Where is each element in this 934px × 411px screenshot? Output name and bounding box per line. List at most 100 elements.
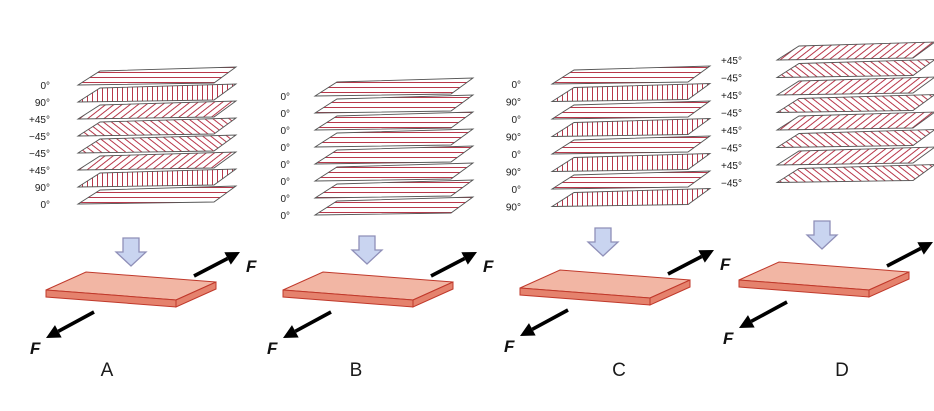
ply-sheet: [76, 100, 238, 120]
press-down-arrow-icon: [350, 235, 384, 265]
panel-c: 0° 90° 0° 90° 0° 90° 0° 90° F F C: [504, 65, 731, 381]
force-label: F: [723, 329, 734, 348]
panel-label: D: [835, 360, 849, 381]
ply-sheet: [550, 170, 712, 190]
ply-sheet: [550, 188, 712, 207]
ply-sheet: [775, 164, 934, 183]
ply-angle-label: 90°: [506, 168, 521, 179]
force-arrow-icon: [46, 310, 95, 338]
laminate-plate: [45, 271, 217, 308]
ply-sheet: [550, 118, 712, 137]
ply-angle-label: −45°: [29, 132, 50, 143]
ply-sheet: [775, 146, 934, 166]
ply-sheet: [550, 83, 712, 102]
ply-sheet: [313, 111, 475, 131]
force-arrow-icon: [193, 252, 240, 278]
press-down-arrow-icon: [586, 227, 620, 257]
ply-angle-label: 90°: [506, 133, 521, 144]
ply-angle-label: +45°: [721, 126, 742, 137]
ply-sheet: [76, 117, 238, 137]
force-label: F: [720, 255, 731, 274]
ply-sheet: [76, 134, 238, 154]
ply-sheet: [550, 100, 712, 120]
ply-angle-label: −45°: [29, 149, 50, 160]
ply-sheet: [313, 162, 475, 182]
ply-angle-label: 0°: [280, 143, 290, 154]
ply-sheet: [775, 76, 934, 96]
ply-angle-label: 0°: [511, 80, 521, 91]
ply-sheet: [550, 135, 712, 155]
press-down-arrow-icon: [114, 237, 148, 267]
force-label: F: [267, 339, 278, 358]
ply-angle-label: 0°: [40, 200, 50, 211]
ply-stack: 0° 90° +45° −45° −45° +45° 90° 0°: [29, 66, 238, 211]
ply-sheet: [775, 94, 934, 113]
ply-sheet: [313, 128, 475, 148]
ply-angle-label: 90°: [506, 203, 521, 214]
panel-d: +45° −45° +45° −45° +45° −45° +45° −45° F F D: [721, 41, 934, 381]
ply-sheet: [313, 94, 475, 114]
force-arrow-icon: [667, 250, 714, 276]
ply-sheet: [76, 66, 238, 86]
ply-angle-label: +45°: [721, 56, 742, 67]
ply-angle-label: 90°: [35, 98, 50, 109]
ply-angle-label: −45°: [721, 74, 742, 85]
ply-sheet: [313, 179, 475, 199]
ply-sheet: [313, 196, 475, 216]
ply-angle-label: 0°: [280, 194, 290, 205]
ply-angle-label: 0°: [511, 115, 521, 126]
ply-angle-label: −45°: [721, 144, 742, 155]
force-arrow-icon: [739, 300, 788, 328]
ply-stack: 0° 0° 0° 0° 0° 0° 0° 0°: [280, 77, 475, 222]
ply-sheet: [76, 168, 238, 188]
ply-angle-label: 0°: [280, 92, 290, 103]
ply-angle-label: 0°: [280, 177, 290, 188]
force-arrow-icon: [886, 242, 933, 268]
ply-sheet: [313, 145, 475, 165]
ply-sheet: [775, 111, 934, 131]
panel-b: 0° 0° 0° 0° 0° 0° 0° 0° F F B: [267, 77, 494, 381]
ply-sheet: [76, 83, 238, 103]
ply-sheet: [76, 151, 238, 171]
ply-angle-label: 0°: [40, 81, 50, 92]
force-label: F: [246, 257, 257, 276]
ply-angle-label: −45°: [721, 179, 742, 190]
panel-label: A: [101, 360, 114, 381]
ply-angle-label: 0°: [280, 126, 290, 137]
ply-angle-label: 0°: [511, 150, 521, 161]
laminate-plate: [738, 261, 910, 298]
panel-a: 0° 90° +45° −45° −45° +45° 90° 0° F F A: [29, 66, 257, 381]
force-arrow-icon: [520, 308, 569, 336]
ply-angle-label: +45°: [29, 115, 50, 126]
ply-sheet: [775, 129, 934, 148]
ply-sheet: [775, 41, 934, 61]
ply-sheet: [775, 59, 934, 78]
ply-angle-label: 0°: [511, 185, 521, 196]
force-arrow-icon: [430, 252, 477, 278]
ply-sheet: [550, 65, 712, 85]
ply-sheet: [76, 185, 238, 205]
ply-stack: 0° 90° 0° 90° 0° 90° 0° 90°: [506, 65, 712, 214]
laminate-plate: [519, 269, 691, 306]
ply-stack: +45° −45° +45° −45° +45° −45° +45° −45°: [721, 41, 934, 190]
panel-label: C: [612, 360, 626, 381]
ply-sheet: [550, 153, 712, 172]
ply-angle-label: +45°: [721, 91, 742, 102]
force-arrow-icon: [283, 310, 332, 338]
ply-angle-label: 0°: [280, 211, 290, 222]
ply-angle-label: −45°: [721, 109, 742, 120]
panel-label: B: [350, 360, 363, 381]
ply-angle-label: 90°: [35, 183, 50, 194]
force-label: F: [504, 337, 515, 356]
ply-angle-label: 0°: [280, 109, 290, 120]
ply-angle-label: 90°: [506, 98, 521, 109]
force-label: F: [30, 339, 41, 358]
ply-angle-label: +45°: [721, 161, 742, 172]
laminate-plate: [282, 271, 454, 308]
force-label: F: [483, 257, 494, 276]
ply-angle-label: 0°: [280, 160, 290, 171]
ply-sheet: [313, 77, 475, 97]
press-down-arrow-icon: [805, 220, 839, 250]
ply-angle-label: +45°: [29, 166, 50, 177]
